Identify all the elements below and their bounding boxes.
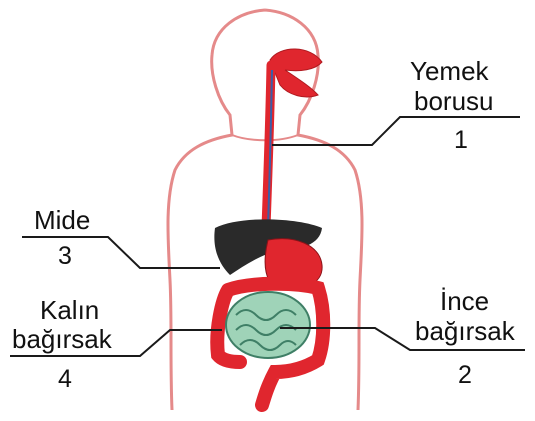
number-stomach: 3 [58, 244, 72, 269]
label-small-intestine-line1: İnce [440, 288, 489, 314]
small-intestine-organ [226, 292, 310, 358]
label-large-intestine-line2: bağırsak [12, 326, 112, 352]
label-esophagus-line2: borusu [414, 88, 494, 114]
leader-line-stomach [22, 237, 220, 268]
leader-line-esophagus [272, 117, 520, 145]
number-esophagus: 1 [454, 128, 468, 153]
label-esophagus-line1: Yemek [410, 58, 489, 84]
number-large-intestine: 4 [58, 367, 72, 392]
label-large-intestine-line1: Kalın [40, 297, 99, 323]
label-small-intestine-line2: bağırsak [415, 318, 515, 344]
number-small-intestine: 2 [458, 363, 472, 388]
label-stomach: Mide [34, 207, 90, 233]
